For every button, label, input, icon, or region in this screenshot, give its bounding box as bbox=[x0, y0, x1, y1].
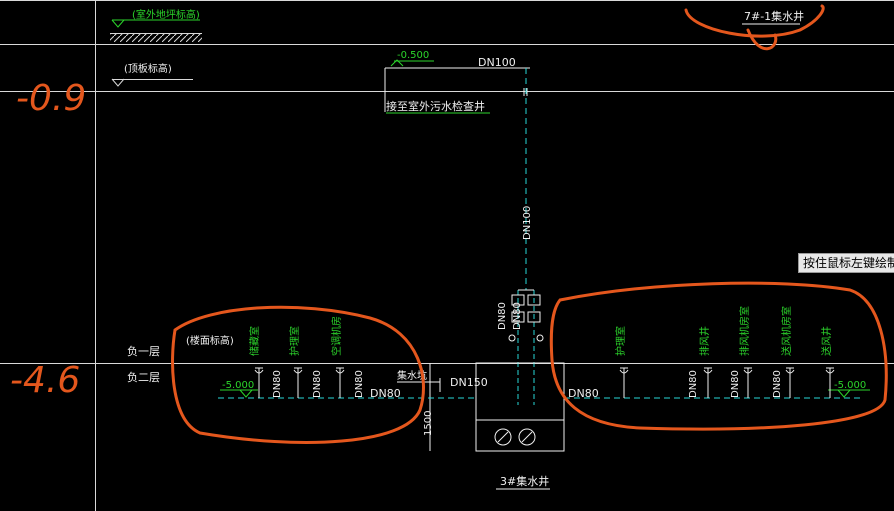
outdoor-ground-level-mark: (室外地坪标高) bbox=[110, 8, 202, 42]
inflow-size: DN150 bbox=[450, 376, 488, 389]
pit-label: 3#集水井 bbox=[500, 474, 549, 488]
right-main-size: DN80 bbox=[568, 387, 599, 400]
left-main-size: DN80 bbox=[370, 387, 401, 400]
riser-size: DN100 bbox=[522, 206, 533, 240]
right-room-2: 排风井 bbox=[698, 326, 711, 356]
sump-tag: 集水坑 bbox=[397, 369, 427, 382]
pump-label-2: DN80 bbox=[512, 302, 523, 330]
roof-level-label: (顶板标高) bbox=[124, 62, 172, 75]
right-room-5: 送风井 bbox=[820, 326, 833, 356]
left-room-1: 储藏室 bbox=[248, 326, 261, 356]
left-room-3: 空调机房 bbox=[330, 316, 343, 356]
sump-7-label: 7#-1集水井 bbox=[744, 9, 804, 23]
pump-label-1: DN80 bbox=[497, 302, 508, 330]
left-branch-1: DN80 bbox=[272, 370, 283, 398]
handwritten-note-1: -0.9 bbox=[16, 78, 86, 119]
right-room-1: 护理室 bbox=[614, 326, 627, 356]
pump-station: DN80 DN80 集水坑 DN150 1500 3#集水井 bbox=[397, 289, 565, 490]
left-branch-2: DN80 bbox=[312, 370, 323, 398]
right-branch-1: DN80 bbox=[688, 370, 699, 398]
right-drain-run: -5.000 DN80 护理室 排风井 排风机房室 送风机房室 送风井 DN80… bbox=[564, 306, 870, 400]
floor-level-label: (楼面标高) bbox=[186, 334, 234, 347]
left-branch-3: DN80 bbox=[354, 370, 365, 398]
right-room-4: 送风机房室 bbox=[780, 306, 793, 356]
outlet-elevation: -0.500 bbox=[397, 50, 429, 61]
cursor-tooltip: 按住鼠标左键绘制 bbox=[798, 253, 894, 273]
sump-7-label-group: 7#-1集水井 bbox=[742, 9, 804, 25]
riser-pipe: DN100 bbox=[522, 68, 533, 290]
outlet-destination: 接至室外污水检查井 bbox=[386, 99, 485, 113]
roof-level-mark: (顶板标高) bbox=[111, 62, 193, 87]
right-branch-3: DN80 bbox=[772, 370, 783, 398]
floor-b1-label: 负一层 bbox=[127, 344, 160, 358]
right-branch-2: DN80 bbox=[730, 370, 741, 398]
left-elevation: -5.000 bbox=[222, 380, 254, 391]
outdoor-ground-label: (室外地坪标高) bbox=[132, 8, 200, 21]
outlet-size: DN100 bbox=[478, 56, 516, 69]
floor-b2-label: 负二层 bbox=[127, 370, 160, 384]
handwritten-note-2: -4.6 bbox=[10, 360, 80, 401]
right-room-3: 排风机房室 bbox=[738, 306, 751, 356]
sump-depth: 1500 bbox=[423, 411, 434, 436]
outlet-annotation: -0.500 DN100 接至室外污水检查井 bbox=[384, 50, 530, 114]
left-drain-run: -5.000 DN80 储藏室 护理室 空调机房 DN80 DN80 DN80 bbox=[218, 316, 476, 400]
left-room-2: 护理室 bbox=[288, 326, 301, 356]
handwritten-markup bbox=[171, 4, 888, 444]
right-elevation: -5.000 bbox=[834, 380, 866, 391]
